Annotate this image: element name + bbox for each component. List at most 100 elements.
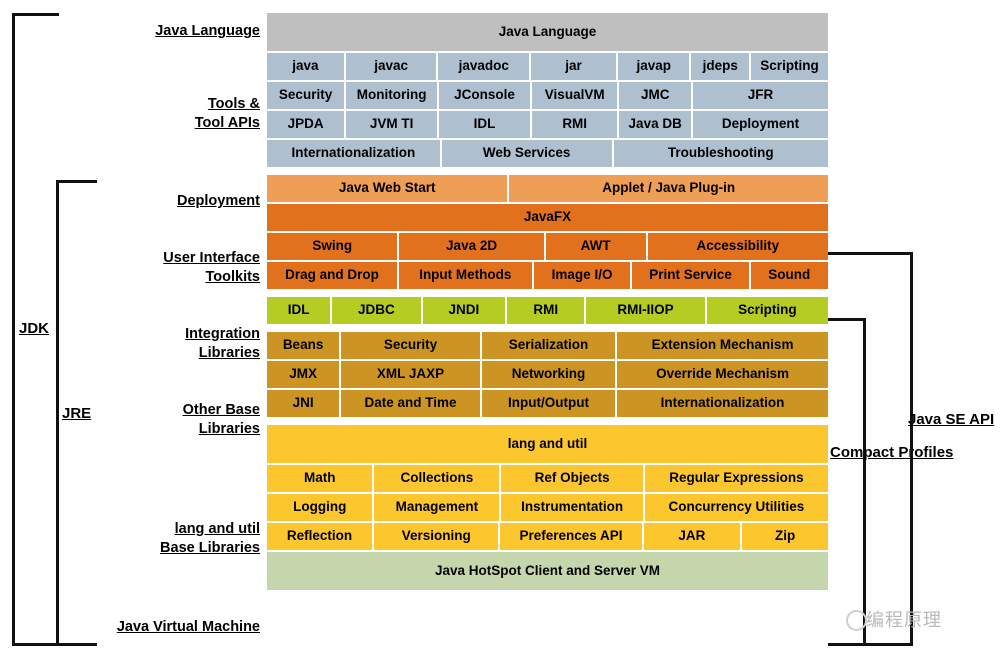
cell-java[interactable]: java bbox=[267, 53, 344, 80]
cell-java-web-start[interactable]: Java Web Start bbox=[267, 175, 508, 202]
cell-jar[interactable]: JAR bbox=[643, 523, 741, 550]
band-jvm-band: Java HotSpot Client and Server VM bbox=[267, 552, 828, 590]
cell-zip[interactable]: Zip bbox=[742, 523, 828, 550]
cell-math[interactable]: Math bbox=[267, 465, 373, 492]
cell-visualvm[interactable]: VisualVM bbox=[531, 82, 618, 109]
cell-javafx[interactable]: JavaFX bbox=[267, 204, 828, 231]
cell-instrumentation[interactable]: Instrumentation bbox=[501, 494, 643, 521]
row-label-line1: Other Base bbox=[182, 402, 260, 418]
cell-monitoring[interactable]: Monitoring bbox=[346, 82, 438, 109]
jre-bracket bbox=[56, 180, 97, 646]
row-label-deployment: Deployment bbox=[177, 192, 260, 211]
cell-jconsole[interactable]: JConsole bbox=[439, 82, 530, 109]
row-label-line2: Toolkits bbox=[205, 269, 260, 286]
row-label-line2: Libraries bbox=[198, 421, 260, 438]
band-java-language-band: Java Language bbox=[267, 13, 828, 51]
cell-javac[interactable]: javac bbox=[345, 53, 437, 80]
cell-regular-expressions[interactable]: Regular Expressions bbox=[644, 465, 829, 492]
cell-troubleshooting[interactable]: Troubleshooting bbox=[613, 140, 828, 167]
cell-jndi[interactable]: JNDI bbox=[422, 297, 506, 324]
cell-java-2d[interactable]: Java 2D bbox=[399, 233, 544, 260]
cell-rmi[interactable]: RMI bbox=[531, 111, 618, 138]
cell-jpda[interactable]: JPDA bbox=[267, 111, 345, 138]
cell-print-service[interactable]: Print Service bbox=[632, 262, 749, 289]
cell-drag-and-drop[interactable]: Drag and Drop bbox=[267, 262, 397, 289]
cell-web-services[interactable]: Web Services bbox=[441, 140, 612, 167]
cell-idl[interactable]: IDL bbox=[439, 111, 530, 138]
cell-collections[interactable]: Collections bbox=[374, 465, 500, 492]
cell-ref-objects[interactable]: Ref Objects bbox=[501, 465, 643, 492]
cell-beans[interactable]: Beans bbox=[267, 332, 340, 359]
cell-jdbc[interactable]: JDBC bbox=[332, 297, 421, 324]
cell-scripting[interactable]: Scripting bbox=[706, 297, 828, 324]
cell-input-output[interactable]: Input/Output bbox=[481, 390, 616, 417]
row-label-line1: Tools & bbox=[207, 96, 260, 112]
cell-reflection[interactable]: Reflection bbox=[267, 523, 373, 550]
cell-security[interactable]: Security bbox=[341, 332, 480, 359]
cell-java-language[interactable]: Java Language bbox=[267, 13, 828, 51]
band-lang-and-util-band: lang and util bbox=[267, 425, 828, 463]
cell-jmc[interactable]: JMC bbox=[619, 82, 692, 109]
cell-networking[interactable]: Networking bbox=[481, 361, 616, 388]
jre-bracket-label: JRE bbox=[62, 405, 92, 422]
cell-accessibility[interactable]: Accessibility bbox=[647, 233, 828, 260]
cell-javap[interactable]: javap bbox=[618, 53, 690, 80]
cell-awt[interactable]: AWT bbox=[545, 233, 646, 260]
cell-idl[interactable]: IDL bbox=[267, 297, 331, 324]
cell-rmi[interactable]: RMI bbox=[507, 297, 585, 324]
cell-jvm-ti[interactable]: JVM TI bbox=[346, 111, 438, 138]
cell-preferences-api[interactable]: Preferences API bbox=[500, 523, 642, 550]
cell-versioning[interactable]: Versioning bbox=[374, 523, 499, 550]
cell-management[interactable]: Management bbox=[374, 494, 500, 521]
cell-logging[interactable]: Logging bbox=[267, 494, 373, 521]
cell-date-and-time[interactable]: Date and Time bbox=[341, 390, 480, 417]
cell-jmx[interactable]: JMX bbox=[267, 361, 340, 388]
cell-xml-jaxp[interactable]: XML JAXP bbox=[341, 361, 480, 388]
cell-deployment[interactable]: Deployment bbox=[693, 111, 829, 138]
watermark-logo-icon bbox=[846, 610, 867, 631]
cell-input-methods[interactable]: Input Methods bbox=[398, 262, 532, 289]
jdk-bracket-label: JDK bbox=[19, 320, 50, 337]
java-se-api-bracket bbox=[828, 252, 913, 646]
cell-jdeps[interactable]: jdeps bbox=[691, 53, 750, 80]
band-javafx-band: JavaFX bbox=[267, 204, 828, 231]
cell-image-i-o[interactable]: Image I/O bbox=[533, 262, 631, 289]
row-label-line2: Base Libraries bbox=[160, 540, 260, 557]
cell-serialization[interactable]: Serialization bbox=[481, 332, 616, 359]
cell-jfr[interactable]: JFR bbox=[693, 82, 829, 109]
cell-extension-mechanism[interactable]: Extension Mechanism bbox=[617, 332, 829, 359]
cell-applet-java-plug-in[interactable]: Applet / Java Plug-in bbox=[509, 175, 828, 202]
cell-jar[interactable]: jar bbox=[531, 53, 617, 80]
cell-rmi-iiop[interactable]: RMI-IIOP bbox=[586, 297, 705, 324]
cell-sound[interactable]: Sound bbox=[750, 262, 828, 289]
cell-java-db[interactable]: Java DB bbox=[619, 111, 692, 138]
java-se-api-label-line2: API bbox=[969, 411, 995, 428]
cell-swing[interactable]: Swing bbox=[267, 233, 398, 260]
cell-lang-and-util[interactable]: lang and util bbox=[267, 425, 828, 463]
cell-concurrency-utilities[interactable]: Concurrency Utilities bbox=[644, 494, 829, 521]
cell-java-hotspot-client-and-server-vm[interactable]: Java HotSpot Client and Server VM bbox=[267, 552, 828, 590]
cell-override-mechanism[interactable]: Override Mechanism bbox=[617, 361, 829, 388]
cell-security[interactable]: Security bbox=[267, 82, 345, 109]
cell-javadoc[interactable]: javadoc bbox=[438, 53, 530, 80]
cell-internationalization[interactable]: Internationalization bbox=[267, 140, 440, 167]
java-se-api-label-line1: Java SE bbox=[908, 411, 966, 428]
cell-internationalization[interactable]: Internationalization bbox=[617, 390, 829, 417]
cell-jni[interactable]: JNI bbox=[267, 390, 340, 417]
row-label-line2: Libraries bbox=[198, 345, 260, 362]
cell-scripting[interactable]: Scripting bbox=[751, 53, 828, 80]
